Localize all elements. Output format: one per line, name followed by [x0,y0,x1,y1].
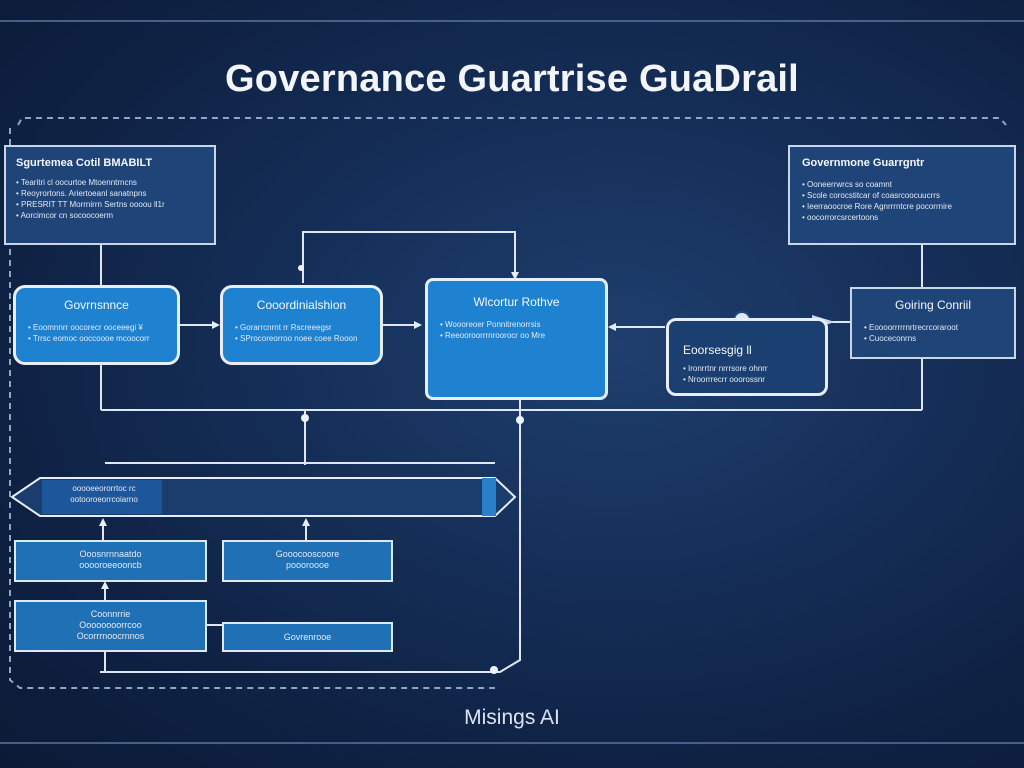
node-gating-title: Goiring Conriil [894,298,972,312]
node-bottom-2-line: poooroooe [285,560,330,570]
page-title: Governance Guartrise GuaDrail [225,58,799,100]
node-bottom-3-line: Oooooooorrcoo [79,620,142,630]
bottom-rule [0,742,1024,744]
node-gating-control[interactable]: Goiring Conriil • Eoooorrrrrnrtrecrcorar… [850,287,1016,359]
banner-line: ooooeeororrtoc rc [72,484,136,493]
node-coordination-title: Cooordinialshion [256,298,347,312]
node-bottom-4[interactable]: Govrenrooe [222,622,393,652]
node-governance[interactable]: Govrnsnnce • Eoomnnrr oocorecr ooceeegi … [13,285,180,365]
node-bottom-1-line: Ooosnrnnaatdo [79,549,142,559]
node-processing-line: • Nroorrrecrr ooorossnr [683,375,765,384]
footer-brand: Misings AI [464,706,560,729]
node-gating-line: • Eoooorrrrrnrtrecrcoraroot [864,323,958,332]
node-workflow[interactable]: Wlcortur Rothve • Woooreoer Ponnitrenorr… [425,278,608,400]
node-processing-title: Eoorsesgig ll [683,343,752,357]
panel-left-top-line: • Aorcimcor cn socoocoerm [16,211,114,220]
node-bottom-3-line: Coonnrrie [90,609,131,619]
node-workflow-title: Wlcortur Rothve [473,295,560,309]
panel-right-top-line: • Ooneerrwrcs so coamnt [802,180,892,189]
node-coordination-line: • SProcoreorroo noee coee Rooon [235,334,358,343]
top-rule [0,20,1024,22]
panel-right-top: Governmone Guarrgntr • Ooneerrwrcs so co… [788,145,1016,245]
node-processing[interactable]: Eoorsesgig ll • Ironrrtnr nrrrsore ohnrr… [666,318,828,396]
node-coordination[interactable]: Cooordinialshion • Gorarrcnrnt rr Rscree… [220,285,383,365]
node-governance-title: Govrnsnnce [64,298,129,312]
panel-right-top-title: Governmone Guarrgntr [802,157,925,169]
panel-left-top-line: • PRESRIT TT Morrnirrn Sertns oooou ll1r [16,200,165,209]
node-workflow-line: • Woooreoer Ponnitrenorrsis [440,320,541,329]
banner-label: ooooeeororrtoc rc ootooroeorrcoiarno [44,483,164,513]
panel-left-top-title: Sgurtemea Cotil BMABILT [16,157,153,169]
node-workflow-line: • Reeooroorrrnroorocr oo Mre [440,331,546,340]
node-bottom-2-line: Gooocooscoore [275,549,340,559]
panel-left-top-line: • Tearitri cl oocurtoe Mtoenntrncns [16,178,137,187]
panel-right-top-line: • oocorrorcsrcertoons [802,213,879,222]
panel-right-top-line: • Scole corocstitcar of coasrcoocuucrrs [802,191,940,200]
node-governance-line: • Eoomnnrr oocorecr ooceeegi ¥ [28,323,143,332]
node-bottom-1[interactable]: Ooosnrnnaatdo ooooroeeooncb [14,540,207,582]
node-bottom-1-line: ooooroeeooncb [79,560,142,570]
node-coordination-line: • Gorarrcnrnt rr Rscreeegsr [235,323,332,332]
node-processing-line: • Ironrrtnr nrrrsore ohnrr [683,364,768,373]
node-governance-line: • Trrsc eomoc ooccoooe mcoocorr [28,334,150,343]
node-gating-line: • Cuoceconrns [864,334,917,343]
panel-right-top-line: • Ieerraoocroe Rore Agnrrrntcre pocorrni… [802,202,952,211]
node-bottom-3-line: Ocorrrnoocrnnos [76,631,145,641]
panel-left-top: Sgurtemea Cotil BMABILT • Tearitri cl oo… [4,145,216,245]
panel-left-top-line: • Reoyrortons. Ariertoeanl sanatnpns [16,189,147,198]
node-bottom-4-line: Govrenrooe [283,632,332,642]
node-bottom-3[interactable]: Coonnrrie Oooooooorrcoo Ocorrrnoocrnnos [14,600,207,652]
banner-line: ootooroeorrcoiarno [70,495,138,504]
node-bottom-2[interactable]: Gooocooscoore poooroooe [222,540,393,582]
